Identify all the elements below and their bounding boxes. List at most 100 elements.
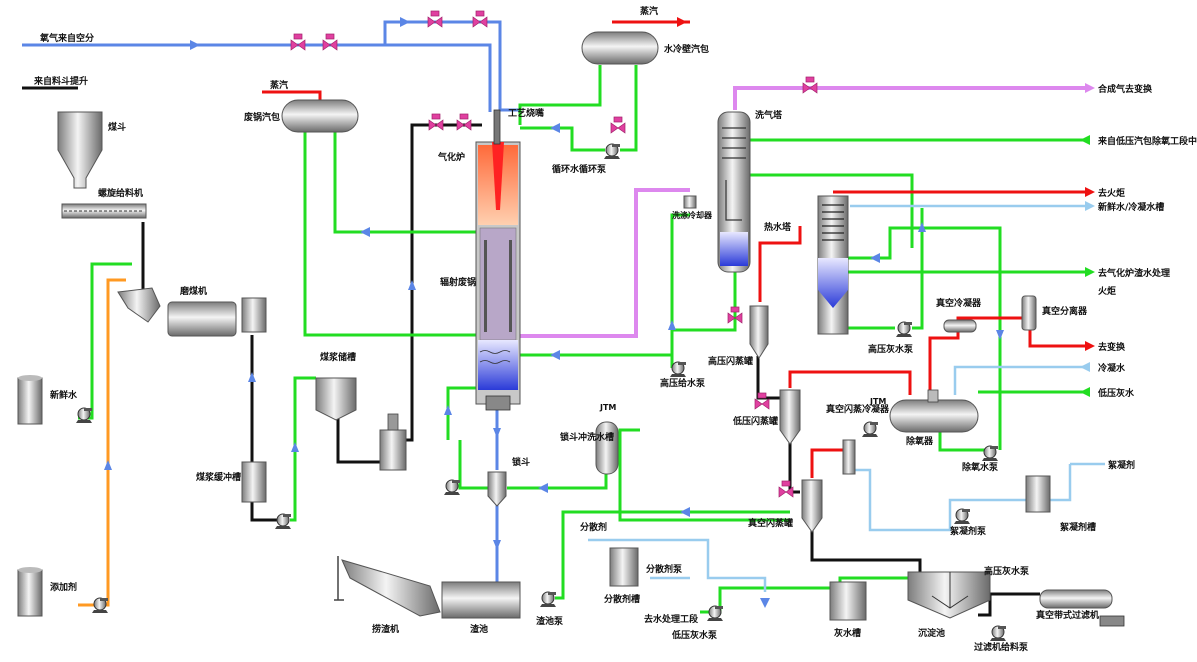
arrow-icon (493, 540, 501, 550)
pump-to-gasifier (446, 386, 482, 440)
label-crude-gas: 合成气去变换 (1098, 83, 1153, 95)
additive-line (78, 278, 126, 607)
steam-left-line (262, 90, 322, 100)
pump-icon[interactable] (75, 407, 93, 424)
valve-icon[interactable] (472, 10, 488, 28)
arrow-icon (538, 483, 548, 493)
settler-to-filter (978, 592, 1040, 617)
valve-icon[interactable] (428, 113, 444, 131)
slurrytank-to-feedpump (336, 418, 380, 464)
label-boiler-feed: 来自低压汽包除氧工段中压水 (1097, 135, 1197, 147)
label-steam-top: 蒸汽 (640, 5, 658, 17)
label-condensate: 冷凝水 (1098, 362, 1126, 374)
arrow-icon (870, 253, 880, 263)
grey-water-line (700, 576, 910, 614)
arrow-icon (444, 405, 452, 415)
coal-hopper (57, 111, 103, 189)
valve-icon[interactable] (290, 33, 306, 51)
oxygen-branch (385, 43, 492, 112)
vac-cond-red (1028, 318, 1090, 348)
pump-icon[interactable] (981, 445, 999, 462)
label-jtm-2: JTM (869, 397, 886, 406)
grey-water-tank (829, 581, 867, 621)
label-slurry-tank: 煤浆储槽 (320, 351, 356, 363)
deaerator-pump-line (938, 428, 990, 452)
label-flush-cooler: 锁斗冲洗水槽 (560, 431, 614, 443)
label-hopper: 煤斗 (108, 121, 126, 133)
arrow-icon (1085, 187, 1095, 197)
recycle-to-gasifier (520, 353, 674, 368)
lp-flash-tank (779, 389, 801, 445)
label-fresh-cooling: 新鲜水/冷凝水槽 (1098, 201, 1164, 213)
gasifier (475, 109, 521, 411)
lockhopper-pump (458, 440, 488, 490)
arrow-icon (408, 280, 416, 290)
label-additive: 添加剂 (50, 581, 77, 593)
label-lp-water: 低压灰水 (1097, 387, 1135, 399)
label-scrubber: 洗气塔 (755, 109, 783, 121)
degassing-tower (817, 195, 849, 335)
label-settler: 沉淀池 (918, 627, 945, 639)
label-dispersant-tank: 分散剂槽 (604, 593, 640, 605)
arrow-icon (918, 222, 926, 232)
label-grey-water-tank: 灰水槽 (834, 627, 861, 639)
scrubber-bottom-return (670, 270, 737, 368)
slurry-feed-pump-body (379, 429, 407, 471)
additive-tank (17, 569, 43, 617)
pump-icon[interactable] (274, 513, 292, 530)
label-to-water-treatment: 去水处理工段 (644, 613, 699, 625)
valve-icon[interactable] (427, 10, 443, 28)
hp-flash-red (758, 226, 802, 302)
vac-flash-cooler (842, 439, 856, 475)
valve-icon[interactable] (456, 113, 472, 131)
hp-flash-tank (749, 305, 769, 359)
pump-icon[interactable] (895, 321, 913, 338)
valve-icon[interactable] (610, 116, 626, 134)
dispersant-line (588, 538, 767, 592)
vac-condenser (943, 319, 977, 333)
vac-flash-tank (801, 479, 823, 533)
pump-icon[interactable] (861, 421, 879, 438)
pump-icon[interactable] (91, 597, 109, 614)
quench-separator (683, 195, 697, 209)
pump-icon[interactable] (539, 591, 557, 608)
label-flocculant: 絮凝剂 (1108, 459, 1135, 471)
hp-to-lp (756, 356, 780, 400)
arrow-icon (1080, 362, 1090, 372)
label-high-flash: 高压闪蒸罐 (708, 355, 753, 367)
circ-pump-line (520, 126, 605, 152)
valve-icon[interactable] (802, 76, 818, 94)
label-oxygen-in: 氧气来自空分 (39, 32, 94, 44)
pump-icon[interactable] (443, 479, 461, 496)
label-vac-condenser: 真空冷凝器 (936, 297, 982, 309)
buffer-to-pump (250, 500, 283, 522)
lp-flash-red (788, 370, 912, 395)
slurry-storage-tank (315, 377, 357, 421)
waterwall-supply (518, 65, 602, 125)
arrow-icon (248, 372, 256, 382)
syngas-to-scrubber (517, 188, 690, 338)
valve-icon[interactable] (322, 33, 338, 51)
arrow-icon (550, 350, 560, 360)
arrow-icon (1080, 135, 1090, 145)
pump-icon[interactable] (989, 625, 1007, 642)
arrow-icon (400, 17, 410, 27)
pump-icon[interactable] (603, 143, 621, 160)
pump-icon[interactable] (706, 605, 724, 622)
vacuum-belt-filter (1039, 589, 1113, 609)
arrow-icon (668, 320, 676, 330)
label-steam-drum-left: 废锅汽包 (244, 111, 280, 123)
label-steam-left: 蒸汽 (270, 79, 288, 91)
arrow-icon (190, 40, 200, 50)
arrow-icon (1085, 341, 1095, 351)
label-gasifier: 气化炉 (437, 151, 465, 163)
radiant-loop-a (303, 130, 478, 337)
label-lock-hopper: 锁斗 (512, 456, 530, 468)
pump-icon[interactable] (953, 508, 971, 525)
label-vac-flash: 真空闪蒸罐 (748, 517, 793, 529)
coal-mill-inlet (117, 287, 161, 323)
coal-mill (167, 301, 237, 337)
slag-conveyor (341, 559, 441, 617)
label-vac-flash-cooler: 真空闪蒸冷凝器 (826, 403, 890, 415)
label-screw-feeder: 螺旋给料机 (98, 187, 143, 199)
